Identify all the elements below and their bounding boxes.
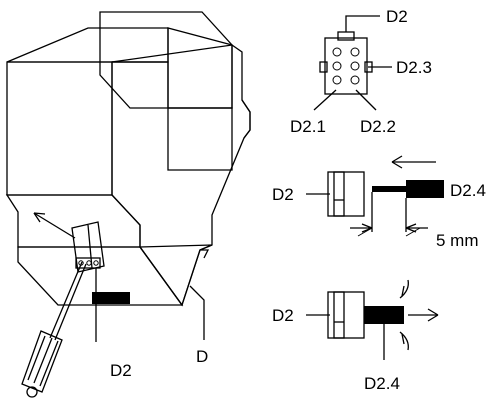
- connector-side-insert: [327, 171, 444, 232]
- din-rail-notch-bottom: [200, 249, 210, 259]
- label-d2-mid: D2: [272, 185, 294, 204]
- pull-out-arrow-icon: [399, 279, 439, 351]
- screwdriver-icon: [21, 261, 87, 398]
- connector-front-detail: [319, 31, 373, 95]
- cable-slot: [92, 292, 130, 304]
- label-d2-3: D2.3: [396, 58, 432, 77]
- leader-d2-top: [345, 15, 380, 32]
- din-rail-device-housing: [5, 11, 251, 307]
- label-dimension: 5 mm: [436, 231, 479, 250]
- label-d2-top: D2: [386, 7, 408, 26]
- housing-lower-side: [138, 244, 213, 307]
- lift-arrow-icon: [33, 212, 76, 239]
- label-d: D: [196, 347, 208, 366]
- housing-upper-right-face: [112, 61, 233, 171]
- label-d2-main: D2: [110, 361, 132, 380]
- label-d2-4-bottom: D2.4: [364, 374, 400, 393]
- leader-d: [189, 285, 205, 340]
- housing-front-top-face: [6, 61, 113, 196]
- arrow-left-icon: [391, 155, 436, 169]
- label-d2-bottom: D2: [272, 306, 294, 325]
- dimension-arrows-icon: [350, 223, 428, 237]
- terminal-d2-main: [71, 221, 105, 273]
- label-d2-1: D2.1: [290, 117, 326, 136]
- housing-back-block: [99, 11, 233, 109]
- leader-d2-2: [355, 89, 377, 111]
- housing-upper-side: [112, 27, 233, 109]
- screwdriver-handle: [21, 330, 63, 393]
- leader-d2-1: [313, 89, 337, 111]
- din-rail-notch-top: [241, 99, 251, 139]
- connector-side-remove: [327, 291, 404, 360]
- label-d2-4-mid: D2.4: [450, 181, 486, 200]
- housing-lower-front-face: [17, 246, 184, 306]
- housing-long-side: [111, 44, 251, 307]
- label-d2-2: D2.2: [360, 117, 396, 136]
